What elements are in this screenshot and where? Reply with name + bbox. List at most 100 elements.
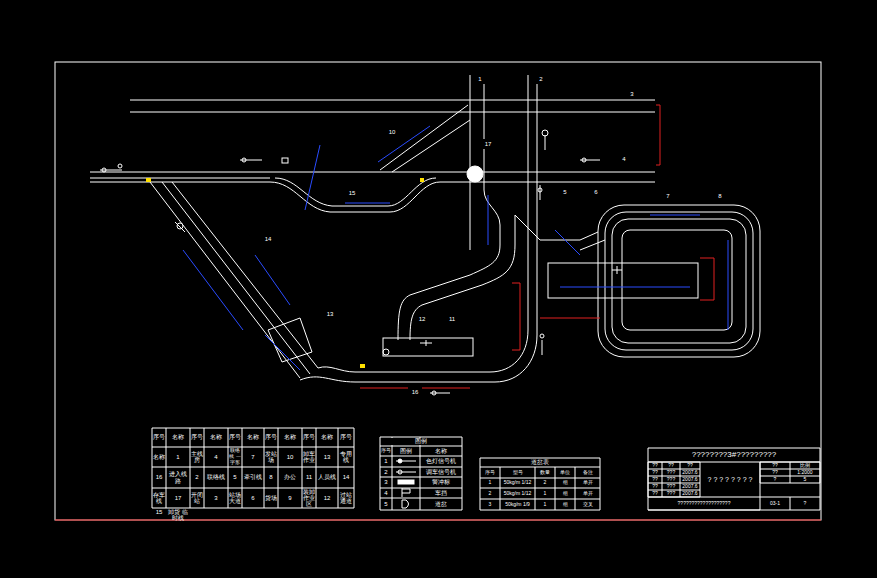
drawing-text: 装卸作业区	[303, 489, 315, 507]
drawing-text: 1	[481, 479, 499, 487]
drawing-circle	[118, 164, 122, 168]
drawing-text: 牵引线	[243, 468, 263, 487]
drawing-text: 5	[381, 499, 391, 509]
drawing-line	[380, 456, 462, 457]
drawing-g	[183, 126, 728, 370]
drawing-g	[55, 105, 821, 520]
drawing-text: ??	[761, 470, 789, 475]
drawing-text: 8	[713, 191, 727, 201]
drawing-text: 序号	[381, 447, 391, 455]
drawing-text: 序号	[229, 429, 241, 446]
drawing-text: 5	[791, 477, 819, 482]
drawing-text: 12	[317, 489, 337, 507]
drawing-text: 比例	[791, 463, 819, 468]
drawing-circle	[398, 470, 402, 474]
drawing-rect	[622, 230, 732, 330]
drawing-text: 17	[167, 489, 189, 507]
drawing-line	[480, 458, 481, 467]
drawing-text: 序号	[191, 429, 203, 446]
drawing-line	[380, 510, 462, 511]
drawing-text: 组	[556, 479, 574, 487]
drawing-text: ???????????????????	[649, 498, 759, 509]
drawing-line	[790, 497, 791, 510]
drawing-text: 备注	[576, 468, 599, 477]
drawing-text: 调车信号机	[421, 468, 461, 476]
drawing-line	[380, 488, 462, 489]
drawing-text: ??	[649, 470, 661, 475]
drawing-text: 组	[556, 500, 574, 509]
drawing-text: 车挡	[421, 489, 461, 497]
drawing-text: 名称	[205, 429, 227, 446]
drawing-text: 2	[536, 479, 554, 487]
drawing-text: 发站场	[265, 448, 277, 466]
drawing-rect	[398, 480, 414, 484]
drawing-line	[166, 428, 167, 508]
drawing-text: 单位	[556, 468, 574, 477]
drawing-circle	[467, 166, 483, 182]
drawing-line	[152, 488, 354, 489]
drawing-text: 5	[229, 468, 241, 487]
drawing-text: 名称	[421, 447, 461, 455]
drawing-circle	[102, 168, 106, 172]
drawing-line	[152, 428, 153, 508]
drawing-text: 6	[243, 489, 263, 507]
drawing-text: 1	[381, 457, 391, 466]
drawing-text: 警冲标	[421, 478, 461, 487]
drawing-text: ??	[663, 463, 679, 468]
drawing-text: 1	[167, 448, 189, 466]
drawing-line	[648, 462, 649, 497]
drawing-text: 交叉	[576, 500, 599, 509]
drawing-text: 名称	[317, 429, 337, 446]
drawing-text: 卸货 临时线	[167, 509, 189, 522]
drawing-line	[760, 483, 820, 484]
drawing-text: 序号	[303, 429, 315, 446]
drawing-text: ??	[649, 484, 661, 489]
drawing-rect	[605, 212, 753, 350]
drawing-path	[275, 178, 436, 206]
drawing-line	[480, 499, 600, 500]
drawing-line	[204, 428, 205, 508]
drawing-path	[268, 318, 312, 362]
drawing-text: 5	[558, 187, 572, 197]
drawing-text: 3	[381, 478, 391, 487]
drawing-path	[100, 135, 600, 393]
drawing-text: 组	[556, 489, 574, 498]
drawing-line	[820, 448, 821, 510]
drawing-text: 2	[191, 468, 203, 487]
drawing-text: 16	[153, 468, 165, 487]
drawing-line	[480, 510, 600, 511]
drawing-text: ??	[649, 477, 661, 482]
drawing-text: 2007.6	[681, 484, 699, 489]
drawing-text: 14	[261, 234, 275, 244]
drawing-line	[480, 478, 600, 479]
drawing-text: 14	[339, 468, 353, 487]
drawing-line	[152, 508, 354, 509]
drawing-circle	[538, 188, 542, 192]
drawing-rect	[383, 338, 473, 356]
drawing-line	[648, 510, 820, 511]
drawing-text: 11	[445, 314, 459, 324]
drawing-rect	[146, 178, 151, 182]
drawing-text: ???	[663, 484, 679, 489]
drawing-line	[242, 428, 243, 508]
drawing-line	[760, 476, 820, 477]
drawing-text: 4	[617, 154, 631, 164]
drawing-text: 色灯信号机	[421, 457, 461, 466]
drawing-path	[512, 258, 714, 350]
drawing-path	[150, 182, 318, 378]
drawing-path	[318, 75, 528, 372]
drawing-path	[90, 172, 655, 212]
drawing-text: ??	[649, 463, 661, 468]
drawing-line	[700, 462, 701, 497]
drawing-text: 名称	[279, 429, 301, 446]
drawing-text: 进入线路	[167, 468, 189, 487]
drawing-line	[662, 462, 663, 497]
drawing-text: ???	[663, 477, 679, 482]
drawing-text: 12	[415, 314, 429, 324]
drawing-text: ? ? ? ? ? ? ? ?	[701, 463, 759, 496]
drawing-text: 10	[279, 448, 301, 466]
drawing-line	[820, 462, 821, 483]
drawing-line	[760, 462, 761, 483]
drawing-text: 名称	[153, 448, 165, 466]
